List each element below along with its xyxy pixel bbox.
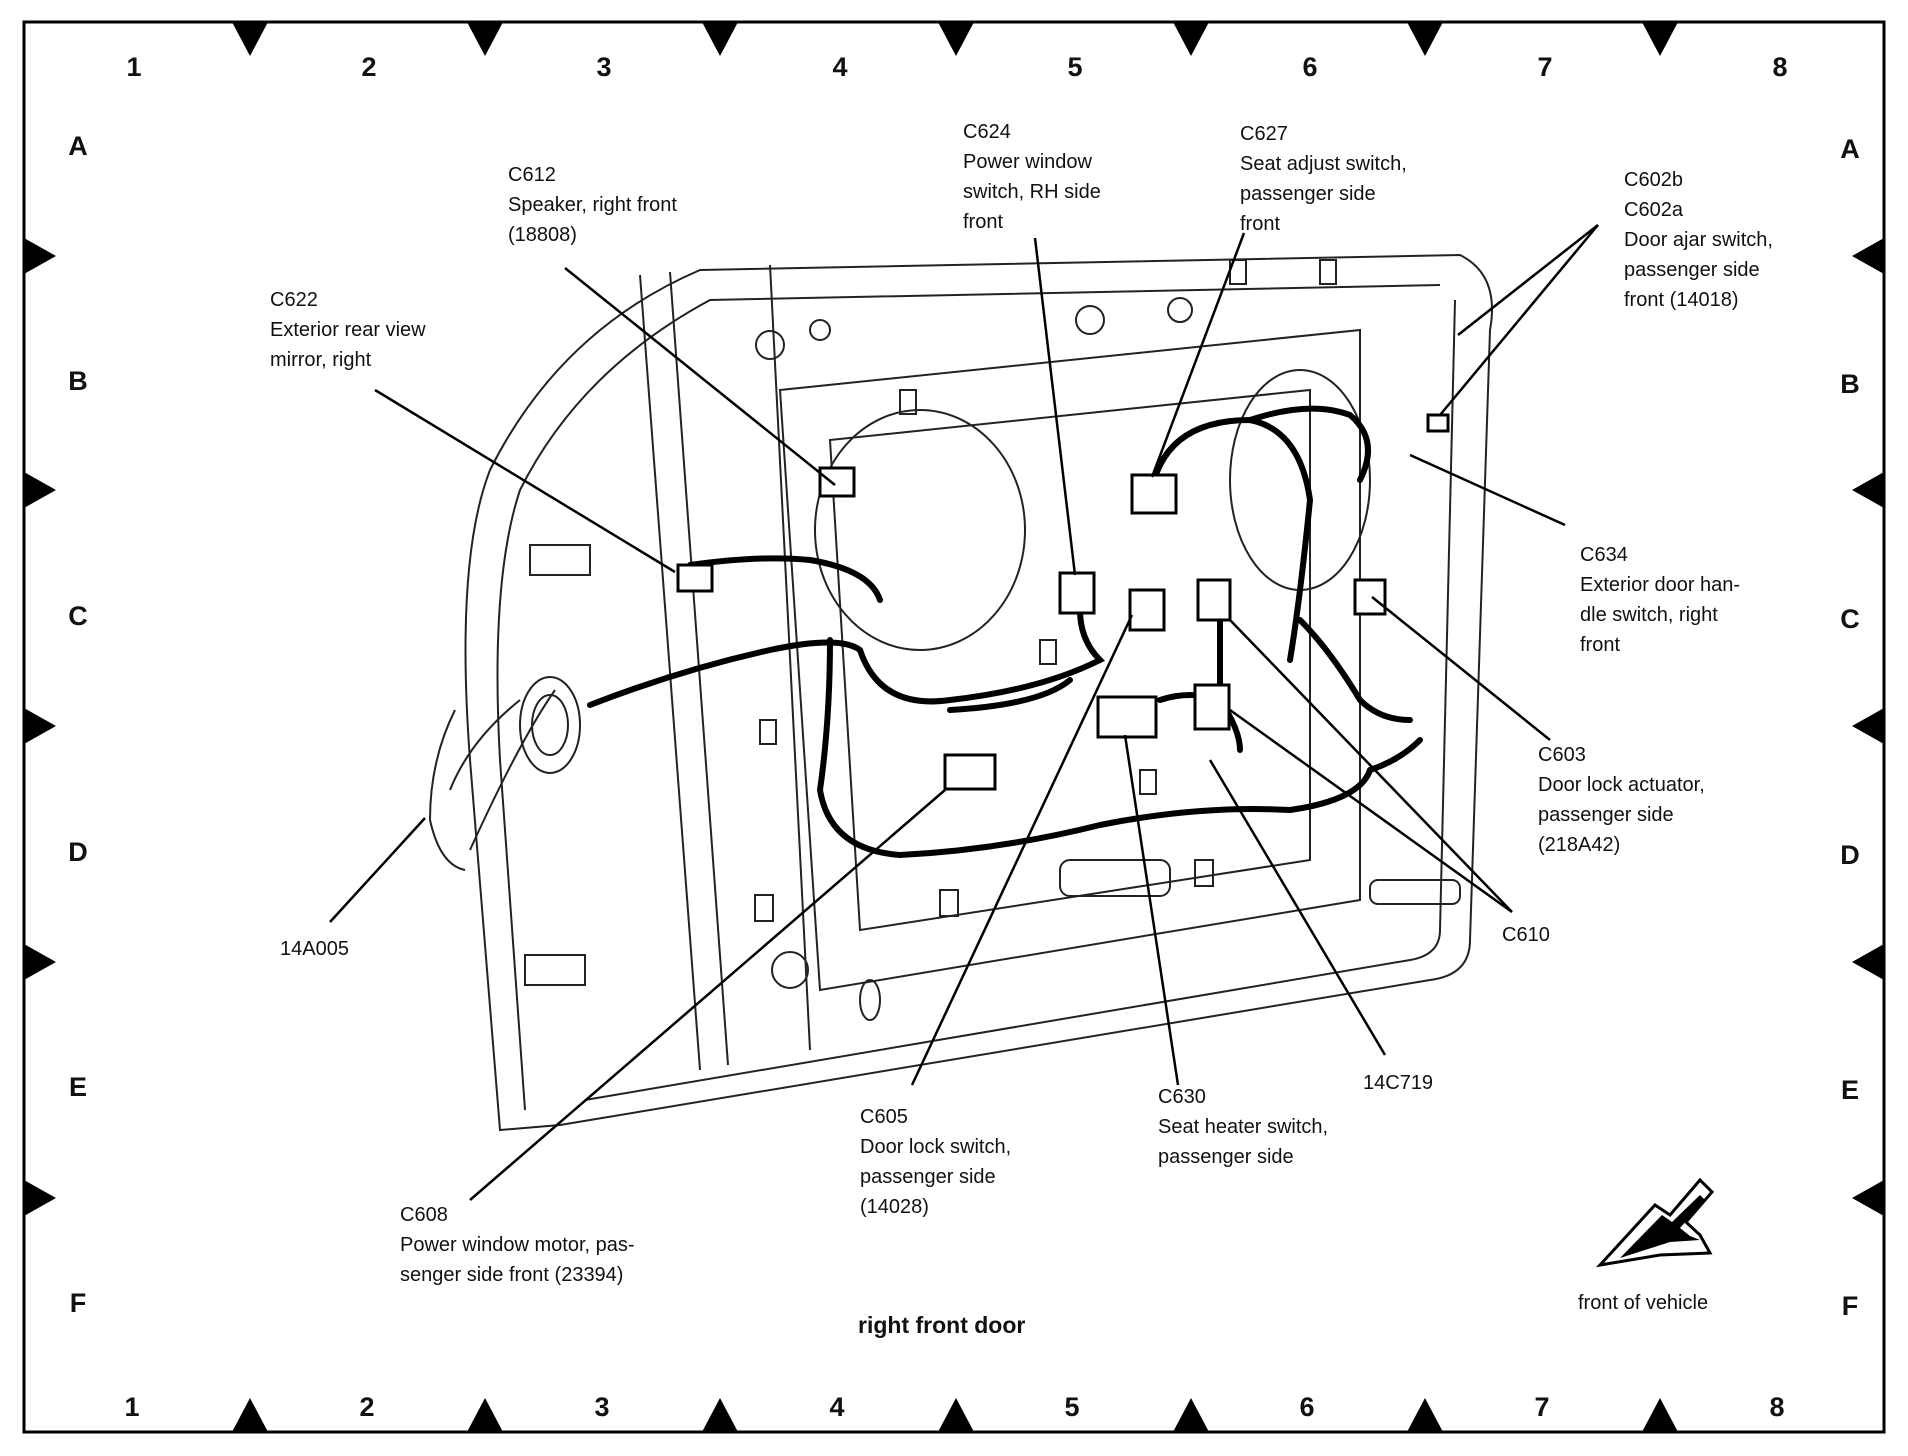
callout-c608: C608 Power window motor, pas- senger sid… [400,1200,635,1290]
callout-c603-code: C603 [1538,744,1586,766]
grid-col-top-3: 3 [596,52,612,82]
callout-c612-line-1: Speaker, right front [508,194,677,216]
diagram-caption: right front door [858,1312,1026,1338]
grid-col-top-7: 7 [1537,52,1553,82]
callout-c627-line-2: passenger side [1240,183,1376,205]
callout-c622-line-1: Exterior rear view [270,319,426,341]
callout-c610: C610 [1502,920,1550,950]
callout-c605-code: C605 [860,1106,908,1128]
callout-14c719-code: 14C719 [1363,1072,1434,1094]
callout-c624-line-3: front [963,211,1004,233]
grid-row-left-f: F [69,1288,87,1318]
callout-c634-code: C634 [1580,544,1628,566]
grid-row-left-e: E [68,1072,87,1102]
callout-c608-code: C608 [400,1204,448,1226]
grid-row-right-f: F [1841,1291,1859,1321]
grid-col-bottom-8: 8 [1769,1392,1785,1422]
callout-c627-code: C627 [1240,123,1288,145]
callout-c605-line-3: (14028) [860,1196,929,1218]
grid-col-bottom-2: 2 [359,1392,375,1422]
grid-col-top-1: 1 [126,52,142,82]
grid-row-right-e: E [1840,1075,1859,1105]
callout-c602b-code: C602b [1624,169,1683,191]
callout-c605-line-2: passenger side [860,1166,996,1188]
leader-lines [329,224,1599,1201]
callout-c612: C612 Speaker, right front (18808) [508,160,677,250]
grid-col-bottom-1: 1 [124,1392,140,1422]
callout-c624-line-1: Power window [963,151,1092,173]
callout-c630-code: C630 [1158,1086,1206,1108]
callout-c605: C605 Door lock switch, passenger side (1… [860,1102,1011,1222]
grid-row-left-a: A [68,131,88,161]
grid-col-top-8: 8 [1772,52,1788,82]
wiring-harness [587,405,1423,859]
bottom-grid-markers [232,1398,1678,1432]
callout-c630-line-1: Seat heater switch, [1158,1116,1329,1138]
grid-col-bottom-7: 7 [1534,1392,1550,1422]
right-grid-markers [1852,238,1884,1216]
callout-c634-line-3: front [1580,634,1621,656]
front-of-vehicle-arrow-icon [1595,1177,1715,1268]
callout-c603-line-3: (218A42) [1538,834,1621,856]
callout-14a005-code: 14A005 [280,938,349,960]
callout-c602-line-1: Door ajar switch, [1624,229,1773,251]
callout-c602-line-2: passenger side [1624,259,1760,281]
callout-c622-line-2: mirror, right [270,349,372,371]
grid-row-right-c: C [1840,604,1860,634]
callout-c603-line-2: passenger side [1538,804,1674,826]
callout-c603-line-1: Door lock actuator, [1538,774,1705,796]
callout-c608-line-2: senger side front (23394) [400,1264,624,1286]
grid-row-left-d: D [68,837,88,867]
callout-c603: C603 Door lock actuator, passenger side … [1538,740,1705,860]
callout-c610-code: C610 [1502,924,1550,946]
callout-c634-line-1: Exterior door han- [1580,574,1741,596]
callout-c624: C624 Power window switch, RH side front [963,117,1101,237]
callout-c602a-code: C602a [1624,199,1683,221]
callout-c622-code: C622 [270,289,318,311]
callout-c608-line-1: Power window motor, pas- [400,1234,635,1256]
callout-c602: C602b C602a Door ajar switch, passenger … [1624,165,1773,315]
grid-row-left-b: B [68,366,88,396]
callout-14a005: 14A005 [280,934,349,964]
callout-c630-line-2: passenger side [1158,1146,1294,1168]
grid-row-left-c: C [68,601,88,631]
callout-c622: C622 Exterior rear view mirror, right [270,285,426,375]
callout-c630: C630 Seat heater switch, passenger side [1158,1082,1328,1172]
callout-c627-line-3: front [1240,213,1281,235]
grid-col-bottom-6: 6 [1299,1392,1315,1422]
left-grid-markers [24,238,56,1216]
grid-col-bottom-5: 5 [1064,1392,1080,1422]
top-grid-markers [232,22,1678,56]
callout-c602-line-3: front (14018) [1624,289,1739,311]
callout-c624-code: C624 [963,121,1011,143]
callout-14c719: 14C719 [1363,1068,1433,1098]
front-of-vehicle-label: front of vehicle [1578,1292,1709,1314]
callout-c624-line-2: switch, RH side [963,181,1101,203]
callout-c627: C627 Seat adjust switch, passenger side … [1240,119,1407,239]
callout-c612-line-2: (18808) [508,224,577,246]
grid-col-bottom-4: 4 [829,1392,845,1422]
callout-c627-line-1: Seat adjust switch, [1240,153,1407,175]
grid-row-right-d: D [1840,840,1860,870]
callout-c634-line-2: dle switch, right [1580,604,1718,626]
callout-c634: C634 Exterior door han- dle switch, righ… [1580,540,1740,660]
grid-row-right-a: A [1840,134,1860,164]
callout-c612-code: C612 [508,164,556,186]
callout-c605-line-1: Door lock switch, [860,1136,1012,1158]
grid-col-top-5: 5 [1067,52,1083,82]
door-illustration [428,253,1493,1132]
grid-col-top-2: 2 [361,52,377,82]
grid-row-right-b: B [1840,369,1860,399]
grid-col-bottom-3: 3 [594,1392,610,1422]
grid-col-top-6: 6 [1302,52,1318,82]
grid-col-top-4: 4 [832,52,848,82]
